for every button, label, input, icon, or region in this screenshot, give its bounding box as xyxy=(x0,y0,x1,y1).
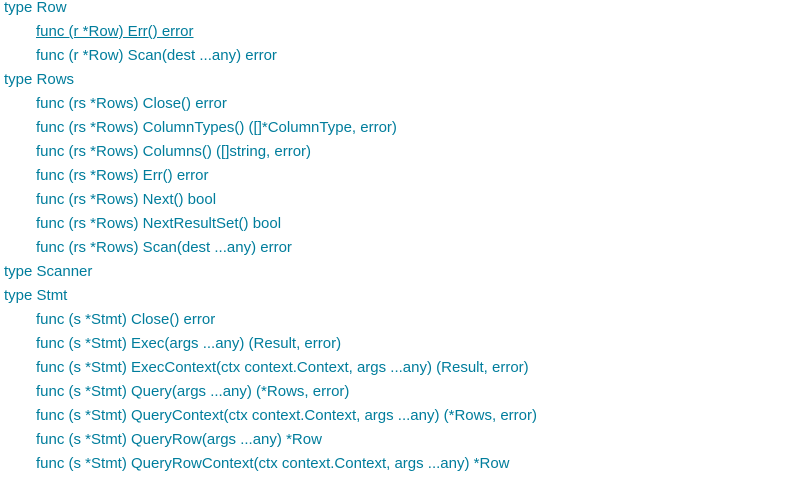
func-link[interactable]: func (rs *Rows) NextResultSet() bool xyxy=(36,215,282,232)
index-func-row: func (rs *Rows) Columns() ([]string, err… xyxy=(0,144,790,168)
index-func-row: func (s *Stmt) Query(args ...any) (*Rows… xyxy=(0,384,790,408)
func-link[interactable]: func (s *Stmt) Query(args ...any) (*Rows… xyxy=(36,383,350,400)
func-link[interactable]: func (s *Stmt) QueryContext(ctx context.… xyxy=(36,407,537,424)
index-func-row: func (rs *Rows) Scan(dest ...any) error xyxy=(0,240,790,264)
func-link[interactable]: func (rs *Rows) Close() error xyxy=(36,95,227,112)
type-link[interactable]: type Stmt xyxy=(4,287,68,304)
func-link[interactable]: func (r *Row) Scan(dest ...any) error xyxy=(36,47,277,64)
func-link[interactable]: func (rs *Rows) ColumnTypes() ([]*Column… xyxy=(36,119,397,136)
func-link[interactable]: func (s *Stmt) QueryRowContext(ctx conte… xyxy=(36,455,510,472)
index-func-row: func (rs *Rows) Close() error xyxy=(0,96,790,120)
index-func-row: func (s *Stmt) ExecContext(ctx context.C… xyxy=(0,360,790,384)
index-type-row: type Stmt xyxy=(0,288,790,312)
func-link[interactable]: func (s *Stmt) ExecContext(ctx context.C… xyxy=(36,359,529,376)
type-link[interactable]: type Scanner xyxy=(4,263,93,280)
index-func-row: func (rs *Rows) NextResultSet() bool xyxy=(0,216,790,240)
func-link[interactable]: func (r *Row) Err() error xyxy=(36,23,194,40)
func-link[interactable]: func (rs *Rows) Err() error xyxy=(36,167,209,184)
func-link[interactable]: func (s *Stmt) Close() error xyxy=(36,311,216,328)
index-func-row: func (s *Stmt) Exec(args ...any) (Result… xyxy=(0,336,790,360)
index-func-row: func (s *Stmt) Close() error xyxy=(0,312,790,336)
index-func-row: func (s *Stmt) QueryRowContext(ctx conte… xyxy=(0,456,790,480)
index-func-row: func (s *Stmt) QueryRow(args ...any) *Ro… xyxy=(0,432,790,456)
index-func-row: func (s *Stmt) QueryContext(ctx context.… xyxy=(0,408,790,432)
index-func-row: func (rs *Rows) Next() bool xyxy=(0,192,790,216)
index-func-row: func (rs *Rows) ColumnTypes() ([]*Column… xyxy=(0,120,790,144)
func-link[interactable]: func (rs *Rows) Next() bool xyxy=(36,191,217,208)
index-type-row: type Scanner xyxy=(0,264,790,288)
func-link[interactable]: func (rs *Rows) Columns() ([]string, err… xyxy=(36,143,312,160)
index-type-row: type Row xyxy=(0,0,790,24)
func-link[interactable]: func (s *Stmt) QueryRow(args ...any) *Ro… xyxy=(36,431,322,448)
type-link[interactable]: type Rows xyxy=(4,71,75,88)
func-link[interactable]: func (rs *Rows) Scan(dest ...any) error xyxy=(36,239,292,256)
index-func-row: func (r *Row) Scan(dest ...any) error xyxy=(0,48,790,72)
index-func-row: func (rs *Rows) Err() error xyxy=(0,168,790,192)
type-link[interactable]: type Row xyxy=(4,0,67,16)
index-type-row: type Rows xyxy=(0,72,790,96)
func-link[interactable]: func (s *Stmt) Exec(args ...any) (Result… xyxy=(36,335,342,352)
index-func-row: func (r *Row) Err() error xyxy=(0,24,790,48)
